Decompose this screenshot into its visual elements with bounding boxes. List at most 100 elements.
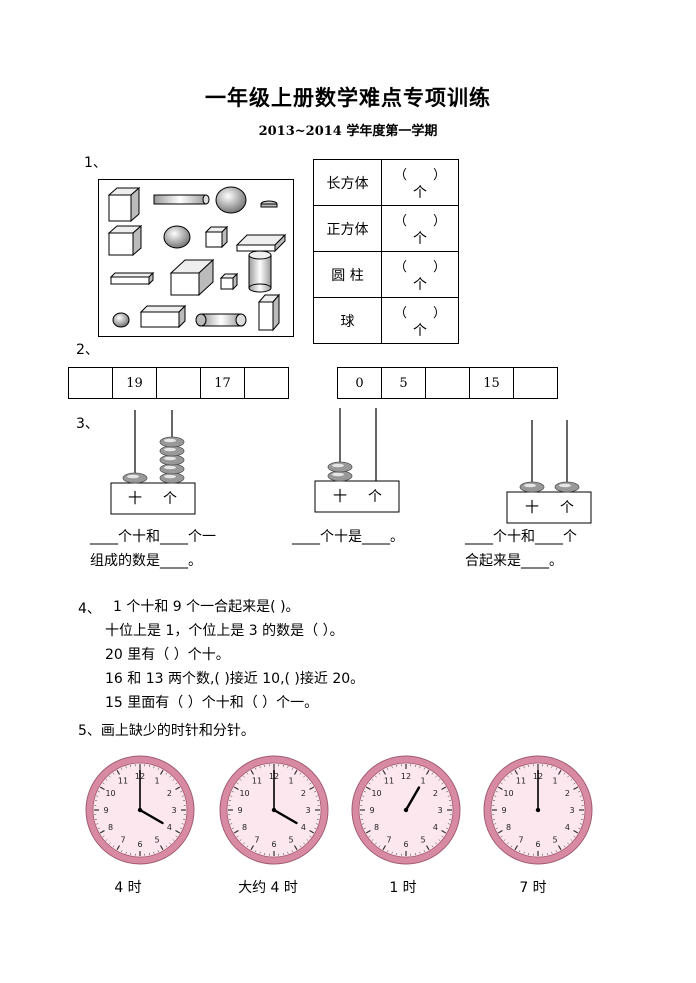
answer-cell[interactable]: （） 个 [381, 159, 459, 206]
clock-tick [438, 839, 441, 841]
sequence-cell[interactable] [68, 367, 113, 399]
clock-tick [557, 769, 562, 775]
sequence-cell[interactable] [425, 367, 470, 399]
clock-numeral: 5 [420, 835, 425, 844]
ones-label: 个 [368, 489, 382, 505]
question-line: 15 里面有（ ）个十和（ ）个一。 [105, 695, 319, 711]
clock-numeral: 5 [288, 835, 293, 844]
clock-numeral: 4 [565, 823, 570, 832]
clock-numeral: 7 [120, 835, 125, 844]
shape-name: 长方体 [313, 159, 382, 206]
clock-tick [239, 839, 242, 841]
clock-caption: 7 时 [519, 880, 547, 896]
clock-tick [510, 772, 513, 775]
clock-tick [447, 795, 450, 797]
clock-tick [387, 850, 389, 853]
clock-tick [387, 767, 389, 770]
clock-caption: 4 时 [114, 880, 142, 896]
clock-tick [514, 845, 519, 851]
clock-pivot [535, 807, 541, 813]
clock-tick [363, 827, 366, 829]
clock-numeral: 1 [420, 777, 425, 786]
question-line: 16 和 13 两个数,( )接近 10,( )接近 20。 [105, 671, 365, 687]
answer-cell[interactable]: （） 个 [381, 205, 459, 252]
clock-tick [375, 842, 377, 845]
fill-in-b-line1: ____个十是____。 [292, 529, 404, 545]
q4-label: 4、 [78, 601, 101, 617]
clock-tick [181, 795, 184, 797]
clock-tick [116, 845, 121, 851]
clock-tick [425, 769, 430, 775]
clock-numeral: 9 [369, 806, 374, 815]
clock-tick [431, 845, 434, 848]
clock-tick [551, 766, 553, 769]
clock-tick [231, 791, 234, 793]
clock-tick [121, 850, 123, 853]
clock-tick [551, 851, 553, 854]
ones-label: 个 [560, 500, 574, 516]
clock-numeral: 10 [371, 789, 381, 798]
answer-cell[interactable]: （） 个 [381, 297, 459, 344]
clock-tick [250, 769, 255, 775]
clock-tick [293, 845, 298, 851]
clock-numeral: 1 [154, 777, 159, 786]
clock-tick [165, 845, 168, 848]
sequence-cell[interactable] [156, 367, 201, 399]
clock-numeral: 8 [506, 823, 511, 832]
clock-tick [578, 827, 581, 829]
clock-tick [181, 823, 184, 825]
table-row: 正方体 （） 个 [313, 205, 459, 252]
clock-numeral: 11 [118, 777, 128, 786]
clock-numeral: 8 [108, 823, 113, 832]
clock-tick [291, 850, 293, 853]
clock-tick [175, 782, 178, 785]
clock-tick [419, 766, 421, 769]
fill-in-a-line2: 组成的数是____。 [90, 553, 202, 569]
clock-tick [495, 827, 498, 829]
q1-label: 1、 [84, 155, 107, 171]
clock-numeral: 4 [433, 823, 438, 832]
abacus [110, 410, 196, 515]
answer-cell[interactable]: （） 个 [381, 251, 459, 298]
fill-in-a-line1: ____个十和____个一 [90, 529, 216, 545]
abacus [314, 408, 400, 513]
clock-tick [423, 767, 425, 770]
clock-tick [169, 842, 171, 845]
tens-bead-shine [127, 474, 139, 479]
clock-tick [314, 791, 317, 793]
clock-tick [236, 835, 239, 838]
clock-tick [555, 850, 557, 853]
ones-bead-shine [164, 447, 176, 452]
clock-tick [425, 845, 430, 851]
clock-tick [96, 823, 99, 825]
clock-tick [519, 850, 521, 853]
clock-numeral: 2 [167, 789, 172, 798]
clock-tick [303, 842, 305, 845]
clock-tick [573, 835, 576, 838]
clock-numeral: 3 [437, 806, 442, 815]
clock-tick [573, 782, 576, 785]
clock-tick [494, 823, 497, 825]
clock-tick [441, 835, 444, 838]
sequence-cell[interactable] [513, 367, 558, 399]
clock-tick [391, 851, 393, 854]
clock-tick [293, 769, 298, 775]
clock-tick [172, 839, 175, 841]
clock-tick [231, 827, 234, 829]
clock-numeral: 6 [403, 840, 408, 849]
clock-tick [109, 842, 111, 845]
tens-label: 十 [128, 491, 142, 507]
sequence-cell[interactable] [244, 367, 289, 399]
clock-tick [578, 791, 581, 793]
clock-tick [567, 775, 569, 778]
clock-tick [125, 766, 127, 769]
clock-tick [259, 851, 261, 854]
clock-tick [570, 779, 573, 781]
clock-tick [97, 791, 100, 793]
clock-tick [233, 786, 239, 791]
q2-label: 2、 [76, 342, 99, 358]
abacus-frame [506, 491, 592, 524]
ones-bead-shine [164, 465, 176, 470]
clock-tick [441, 829, 447, 834]
